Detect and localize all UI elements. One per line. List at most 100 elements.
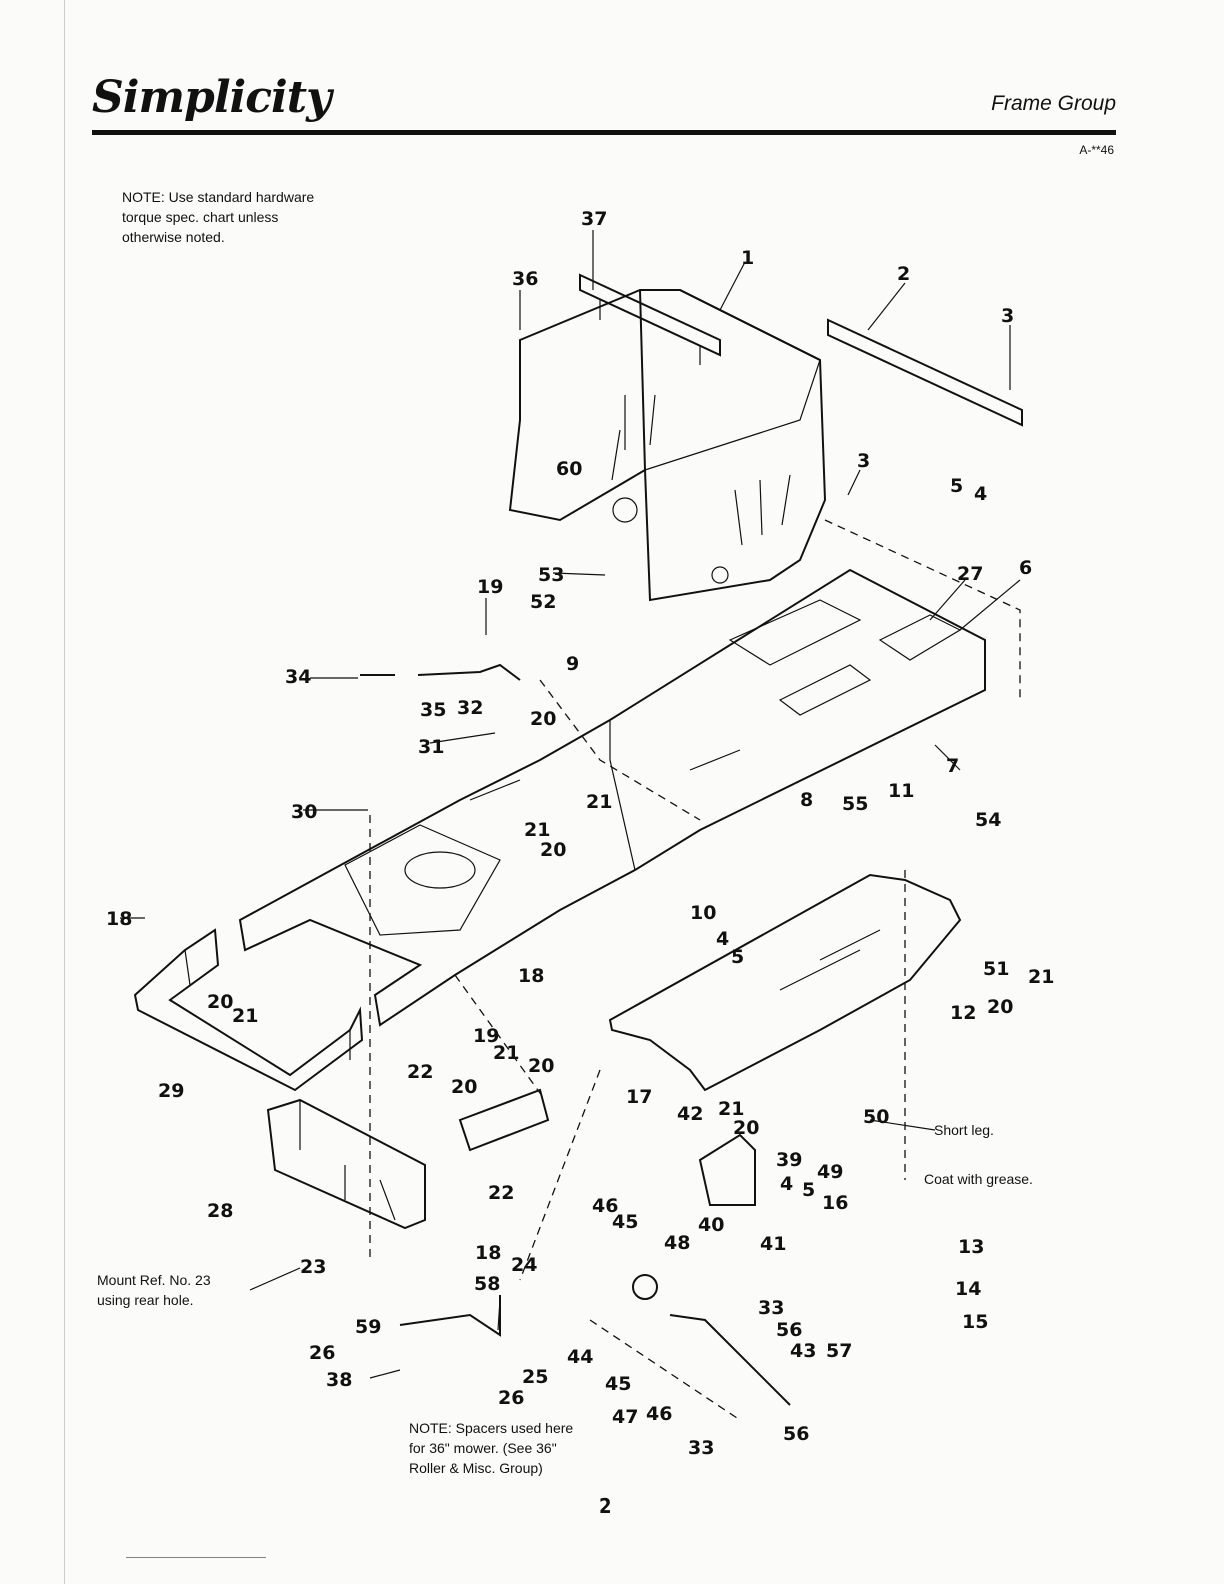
svg-text:26: 26 <box>498 1387 524 1409</box>
svg-text:11: 11 <box>888 780 914 802</box>
svg-text:32: 32 <box>457 697 483 719</box>
svg-text:3: 3 <box>857 450 870 472</box>
svg-text:45: 45 <box>612 1211 638 1233</box>
svg-text:24: 24 <box>511 1254 537 1276</box>
svg-text:50: 50 <box>863 1106 889 1128</box>
svg-text:1: 1 <box>741 247 754 269</box>
svg-text:22: 22 <box>407 1061 433 1083</box>
svg-text:43: 43 <box>790 1340 816 1362</box>
svg-text:26: 26 <box>309 1342 335 1364</box>
svg-text:46: 46 <box>592 1195 618 1217</box>
svg-text:44: 44 <box>567 1346 593 1368</box>
svg-text:20: 20 <box>207 991 233 1013</box>
svg-text:4: 4 <box>780 1173 793 1195</box>
svg-text:55: 55 <box>842 793 868 815</box>
svg-text:8: 8 <box>800 789 813 811</box>
svg-text:19: 19 <box>477 576 503 598</box>
svg-text:21: 21 <box>718 1098 744 1120</box>
svg-text:13: 13 <box>958 1236 984 1258</box>
svg-text:17: 17 <box>626 1086 652 1108</box>
svg-text:51: 51 <box>983 958 1009 980</box>
svg-text:18: 18 <box>518 965 544 987</box>
linkage-rod <box>669 1314 791 1406</box>
svg-text:25: 25 <box>522 1366 548 1388</box>
svg-text:21: 21 <box>1028 966 1054 988</box>
rod-24 <box>399 1295 501 1337</box>
svg-text:41: 41 <box>760 1233 786 1255</box>
svg-text:56: 56 <box>783 1423 809 1445</box>
svg-text:6: 6 <box>1019 557 1032 579</box>
svg-text:12: 12 <box>950 1002 976 1024</box>
svg-text:22: 22 <box>488 1182 514 1204</box>
svg-text:49: 49 <box>817 1161 843 1183</box>
footrest <box>608 873 962 1092</box>
page-number: 2 <box>599 1494 612 1518</box>
bracket-22 <box>458 1088 550 1152</box>
svg-text:29: 29 <box>158 1080 184 1102</box>
svg-text:33: 33 <box>688 1437 714 1459</box>
svg-text:2: 2 <box>897 263 910 285</box>
svg-text:60: 60 <box>556 458 582 480</box>
svg-text:20: 20 <box>530 708 556 730</box>
svg-text:33: 33 <box>758 1297 784 1319</box>
torque-note: NOTE: Use standard hardware torque spec.… <box>122 189 315 245</box>
svg-text:54: 54 <box>975 809 1001 831</box>
part-callout-labels: 37 1 2 3 36 3 5 4 60 27 6 7 53 19 52 34 … <box>106 208 1054 1459</box>
section-title: Frame Group <box>991 92 1116 115</box>
svg-text:42: 42 <box>677 1103 703 1125</box>
svg-text:52: 52 <box>530 591 556 613</box>
svg-text:20: 20 <box>451 1076 477 1098</box>
svg-text:37: 37 <box>581 208 607 230</box>
svg-text:21: 21 <box>586 791 612 813</box>
svg-text:21: 21 <box>232 1005 258 1027</box>
svg-text:28: 28 <box>207 1200 233 1222</box>
svg-text:45: 45 <box>605 1373 631 1395</box>
svg-text:21: 21 <box>524 819 550 841</box>
svg-text:47: 47 <box>612 1406 638 1428</box>
svg-text:30: 30 <box>291 801 317 823</box>
svg-text:59: 59 <box>355 1316 381 1338</box>
rear-hitch <box>266 1098 426 1230</box>
svg-text:56: 56 <box>776 1319 802 1341</box>
svg-text:36: 36 <box>512 268 538 290</box>
svg-text:5: 5 <box>731 946 744 968</box>
svg-text:20: 20 <box>733 1117 759 1139</box>
header-rule <box>92 130 1116 135</box>
svg-text:3: 3 <box>1001 305 1014 327</box>
svg-text:58: 58 <box>474 1273 500 1295</box>
grease-note: Coat with grease. <box>924 1171 1033 1187</box>
mount-note: Mount Ref. No. 23 using rear hole. <box>97 1272 211 1308</box>
svg-text:40: 40 <box>698 1214 724 1236</box>
support-bar <box>827 318 1023 427</box>
footer-link-line <box>126 1557 266 1558</box>
svg-text:57: 57 <box>826 1340 852 1362</box>
brand-logo: Simplicity <box>92 72 332 123</box>
seat-support-frame <box>508 273 827 602</box>
margin-line <box>64 0 65 1584</box>
svg-text:16: 16 <box>822 1192 848 1214</box>
svg-text:35: 35 <box>420 699 446 721</box>
svg-text:48: 48 <box>664 1232 690 1254</box>
rod-35 <box>417 663 521 681</box>
svg-text:14: 14 <box>955 1278 981 1300</box>
svg-text:27: 27 <box>957 563 983 585</box>
rear-bumper <box>133 928 364 1092</box>
svg-text:34: 34 <box>285 666 311 688</box>
svg-text:53: 53 <box>538 564 564 586</box>
document-reference: A-**46 <box>1079 143 1114 157</box>
spacer-48 <box>632 1274 658 1300</box>
main-frame <box>238 568 986 1027</box>
spacers-note: NOTE: Spacers used here for 36" mower. (… <box>409 1420 574 1476</box>
svg-text:5: 5 <box>802 1179 815 1201</box>
svg-text:21: 21 <box>493 1042 519 1064</box>
svg-text:20: 20 <box>540 839 566 861</box>
svg-text:20: 20 <box>987 996 1013 1018</box>
svg-text:4: 4 <box>974 483 987 505</box>
svg-text:46: 46 <box>646 1403 672 1425</box>
short-leg-note: Short leg. <box>934 1122 994 1138</box>
svg-text:23: 23 <box>300 1256 326 1278</box>
svg-text:5: 5 <box>950 475 963 497</box>
svg-text:15: 15 <box>962 1311 988 1333</box>
svg-text:4: 4 <box>716 928 729 950</box>
